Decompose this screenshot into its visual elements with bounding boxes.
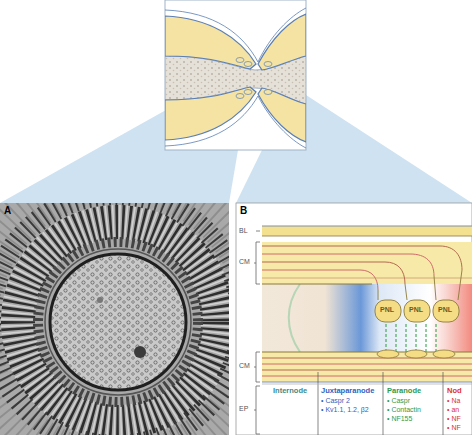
- protein-item: • NF155: [387, 415, 412, 423]
- protein-item: • Na: [447, 397, 460, 405]
- region-heading: Juxtaparanode: [321, 387, 374, 395]
- protein-item: • an: [447, 406, 459, 414]
- protein-item: • Kv1.1, 1.2, β2: [321, 406, 369, 414]
- layer-label: EP: [239, 405, 248, 413]
- region-heading: Internode: [273, 387, 307, 395]
- layer-label: BL: [239, 227, 248, 235]
- layer-label: CM: [239, 258, 250, 266]
- protein-item: • NF: [447, 415, 461, 423]
- panel-letter: A: [4, 205, 11, 216]
- loop-label: PNL: [380, 306, 394, 314]
- inset-node-sketch: [165, 0, 306, 150]
- node-schematic: [236, 203, 472, 435]
- panel-letter: B: [240, 205, 247, 216]
- loop-label: PNL: [409, 306, 423, 314]
- electron-micrograph: [0, 203, 229, 435]
- protein-item: • Caspr: [387, 397, 410, 405]
- protein-item: • Caspr 2: [321, 397, 350, 405]
- layer-label: CM: [239, 362, 250, 370]
- region-heading: Nod: [447, 387, 462, 395]
- region-heading: Paranode: [387, 387, 421, 395]
- protein-item: • Contactin: [387, 406, 421, 414]
- loop-label: PNL: [438, 306, 452, 314]
- protein-item: • NF: [447, 424, 461, 432]
